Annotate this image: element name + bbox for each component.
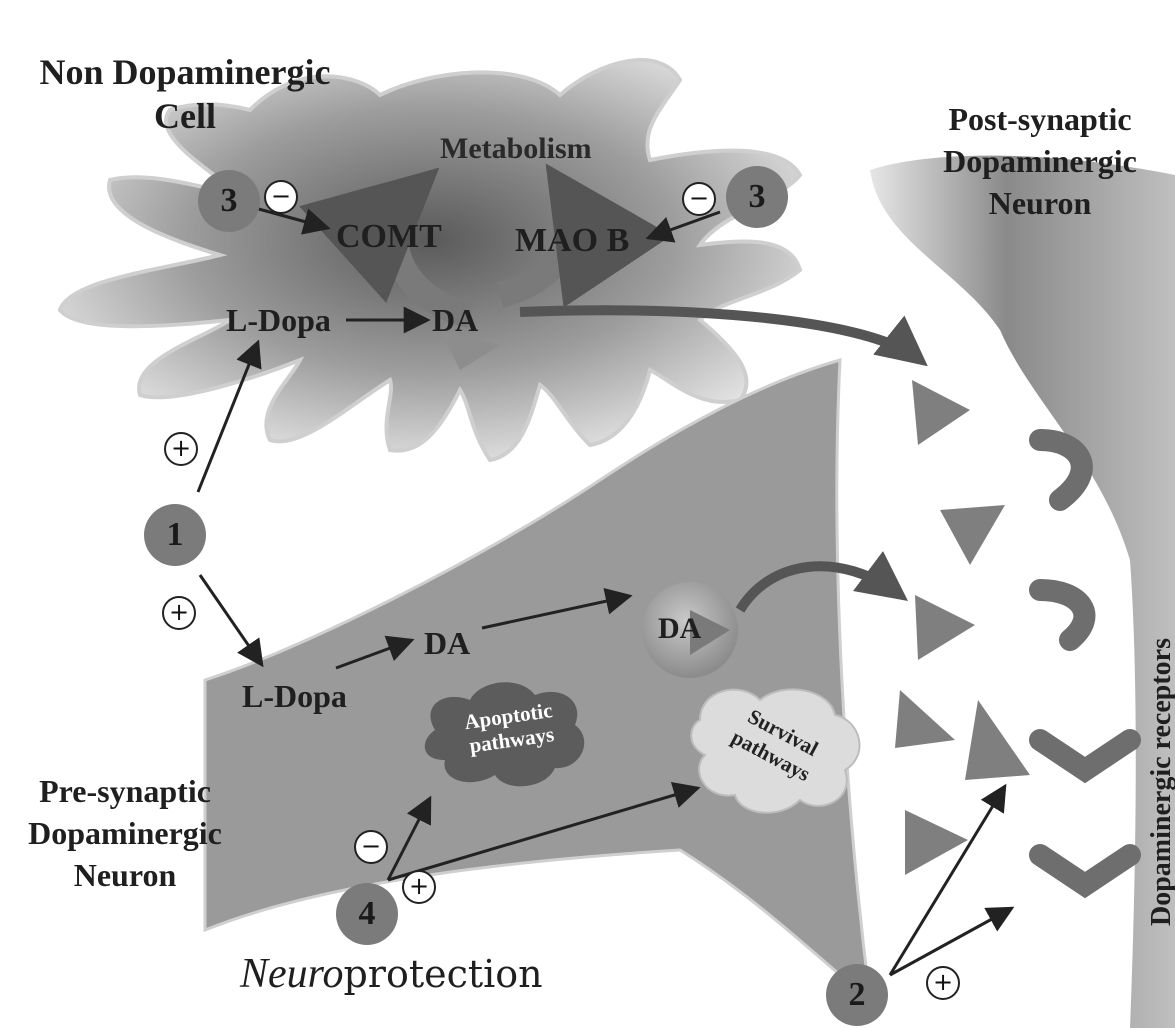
arrow-1-to-ldopa-bottom xyxy=(200,575,262,665)
ldopa-label-cell: L-Dopa xyxy=(226,302,331,339)
dopaminergic-receptors-label: Dopaminergic receptors xyxy=(1146,622,1175,942)
plus-sign-receptors: + xyxy=(926,966,960,1000)
synaptic-dopamine xyxy=(895,380,1030,875)
marker-3-right: 3 xyxy=(726,166,788,228)
plus-sign-survival: + xyxy=(402,870,436,904)
da-label-presynaptic: DA xyxy=(424,625,470,662)
post-synaptic-neuron-shape xyxy=(870,156,1175,1028)
dopamine-triangle xyxy=(940,505,1005,565)
mao-b-label: MAO B xyxy=(515,222,629,260)
minus-sign-comt: − xyxy=(264,180,298,214)
dopamine-triangle xyxy=(912,380,970,445)
dopamine-triangle xyxy=(905,810,968,875)
marker-1: 1 xyxy=(144,504,206,566)
receptor xyxy=(1040,740,1130,770)
dopamine-triangle xyxy=(965,700,1030,780)
marker-4: 4 xyxy=(336,883,398,945)
da-label-cell: DA xyxy=(432,302,478,339)
da-label-vesicle: DA xyxy=(658,612,701,646)
dopamine-triangle xyxy=(895,690,955,748)
neuroprotection-label: Neuroprotection xyxy=(240,950,543,998)
neuroprotection-italic: Neuro xyxy=(240,951,343,997)
minus-sign-apoptotic: − xyxy=(354,830,388,864)
metabolism-label: Metabolism xyxy=(440,132,592,166)
neuroprotection-rest: protection xyxy=(343,952,542,996)
comt-label: COMT xyxy=(336,218,442,256)
arrow-2-receptor-b xyxy=(890,908,1012,975)
plus-sign-top: + xyxy=(164,432,198,466)
minus-sign-maob: − xyxy=(682,182,716,216)
receptor xyxy=(1040,440,1082,500)
receptor xyxy=(1040,855,1130,885)
dopamine-triangle xyxy=(915,595,975,660)
receptor xyxy=(1040,590,1084,640)
plus-sign-bottom: + xyxy=(162,596,196,630)
marker-3-left: 3 xyxy=(198,170,260,232)
marker-2: 2 xyxy=(826,964,888,1026)
post-synaptic-neuron-label: Post-synaptic Dopaminergic Neuron xyxy=(915,98,1165,224)
ldopa-label-presynaptic: L-Dopa xyxy=(242,678,347,715)
non-dopaminergic-cell-label: Non Dopaminergic Cell xyxy=(10,50,360,138)
pre-synaptic-neuron-label: Pre-synaptic Dopaminergic Neuron xyxy=(0,770,250,896)
